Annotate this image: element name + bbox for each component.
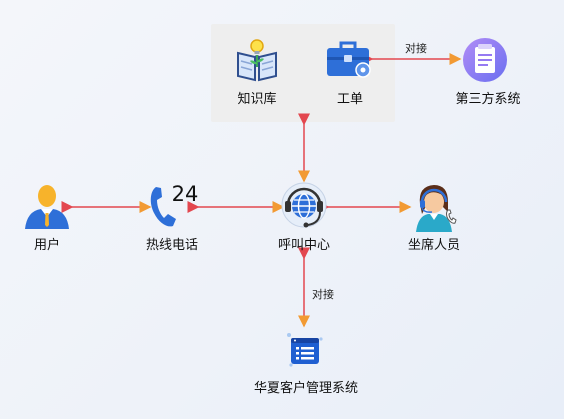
crm-system-icon — [287, 333, 323, 367]
customer-service-agent-icon — [416, 185, 457, 232]
node-thirdparty-label: 第三方系统 — [455, 92, 521, 107]
phone-icon — [150, 187, 176, 227]
node-knowledge-label: 知识库 — [237, 92, 277, 107]
node-user-label: 用户 — [33, 238, 61, 253]
toolbox-icon — [327, 41, 371, 78]
globe-headset-icon — [281, 182, 327, 228]
edge-label-callcenter-crm: 对接 — [312, 288, 334, 301]
node-hotline-label: 热线电话 — [145, 238, 199, 253]
node-workorder-label: 工单 — [336, 92, 364, 107]
edge-label-workorder-thirdparty: 对接 — [405, 42, 427, 55]
node-agent-label: 坐席人员 — [407, 238, 461, 253]
user-icon — [25, 185, 69, 229]
node-callcenter-label: 呼叫中心 — [277, 238, 331, 253]
hotline-24-badge: 24 — [171, 182, 199, 206]
node-crm-label: 华夏客户管理系统 — [253, 381, 359, 396]
book-bulb-icon — [237, 39, 277, 82]
document-list-icon — [463, 38, 507, 82]
